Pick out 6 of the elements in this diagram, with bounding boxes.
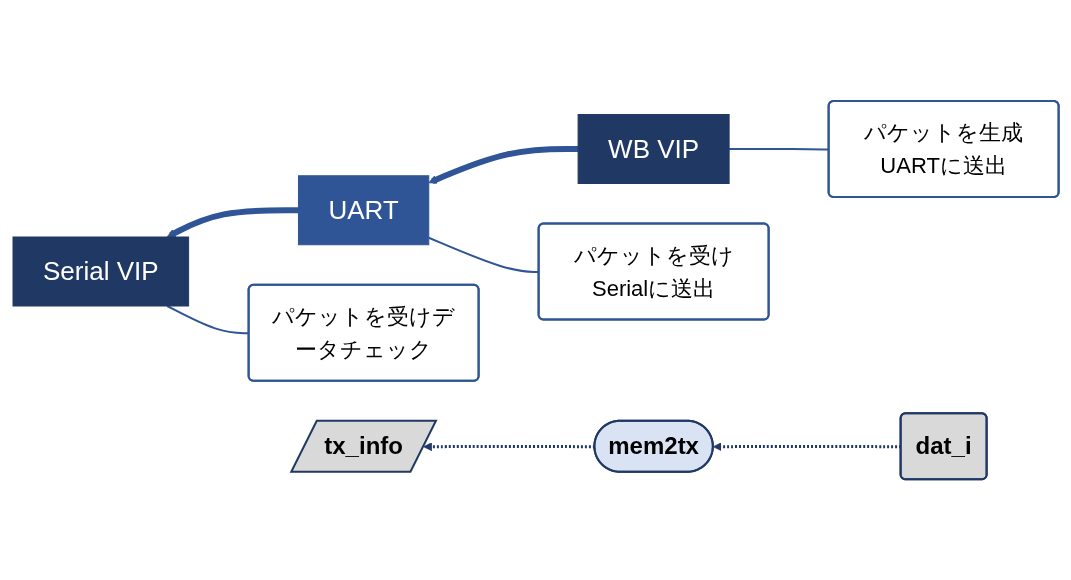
arrow xyxy=(428,145,578,184)
node-box: UART xyxy=(297,175,429,246)
node-box: WB VIP xyxy=(577,113,730,184)
node-box: Serial VIP xyxy=(12,236,189,307)
arrow xyxy=(166,207,299,238)
arrow xyxy=(712,442,901,451)
